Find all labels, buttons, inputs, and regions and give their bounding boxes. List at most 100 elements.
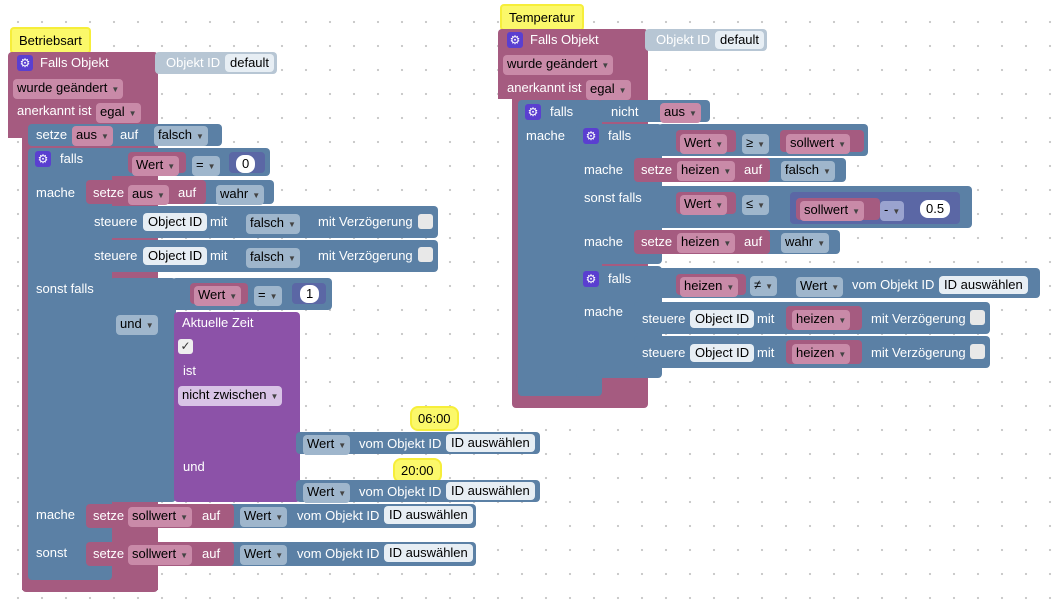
- attr-wert-dropdown[interactable]: Wert▼: [796, 277, 844, 297]
- time-compare-block[interactable]: [174, 312, 300, 502]
- comment-time1[interactable]: 06:00: [412, 408, 457, 429]
- delay-label: mit Verzögerung: [318, 248, 413, 263]
- select-id-field[interactable]: ID auswählen: [446, 482, 535, 500]
- else-if-label: sonst falls: [36, 281, 94, 296]
- from-object-label: vom Objekt ID: [359, 484, 442, 499]
- steuere-label: steuere: [642, 345, 686, 360]
- attr-wert-dropdown[interactable]: Wert▼: [303, 435, 351, 455]
- object-id-value[interactable]: default: [715, 31, 765, 49]
- var-heizen-dropdown[interactable]: heizen▼: [792, 344, 851, 364]
- acked-dropdown[interactable]: egal▼: [586, 80, 631, 100]
- select-id-field[interactable]: ID auswählen: [446, 434, 535, 452]
- auf-label: auf: [202, 508, 221, 523]
- bool-false-dropdown[interactable]: falsch▼: [154, 126, 208, 146]
- gear-icon[interactable]: ⚙: [35, 151, 51, 167]
- setze-label: setze: [93, 185, 125, 200]
- falls-label: falls: [550, 104, 574, 119]
- object-id-field[interactable]: Object ID: [690, 344, 755, 362]
- check-icon[interactable]: ✓: [178, 339, 193, 354]
- setze-label: setze: [93, 508, 125, 523]
- attr-wert-dropdown[interactable]: Wert▼: [240, 545, 288, 565]
- mache-label: mache: [584, 234, 624, 249]
- changed-dropdown[interactable]: wurde geändert▼: [13, 79, 124, 99]
- var-sollwert-dropdown[interactable]: sollwert▼: [786, 134, 850, 154]
- falls-label: falls: [60, 151, 84, 166]
- number-1[interactable]: 1: [300, 285, 320, 303]
- gear-icon[interactable]: ⚙: [525, 104, 541, 120]
- var-wert-dropdown[interactable]: Wert▼: [680, 134, 728, 154]
- gear-icon[interactable]: ⚙: [507, 32, 523, 48]
- else-if-label: sonst falls: [584, 190, 642, 205]
- var-heizen-dropdown[interactable]: heizen▼: [792, 310, 851, 330]
- and-dropdown[interactable]: und▼: [116, 315, 158, 335]
- object-id-field[interactable]: Object ID: [143, 247, 208, 265]
- delay-checkbox[interactable]: [970, 344, 985, 359]
- var-heizen-dropdown[interactable]: heizen▼: [680, 277, 739, 297]
- steuere-label: steuere: [94, 214, 138, 229]
- logic-and-block[interactable]: [110, 278, 176, 502]
- select-id-field[interactable]: ID auswählen: [384, 544, 473, 562]
- mit-label: mit: [757, 345, 775, 360]
- var-wert-dropdown[interactable]: Wert▼: [680, 195, 728, 215]
- var-aus-dropdown[interactable]: aus▼: [660, 103, 701, 123]
- bool-false-dropdown[interactable]: falsch▼: [246, 214, 300, 234]
- op-eq-dropdown[interactable]: =▼: [192, 156, 220, 176]
- var-sollwert-dropdown[interactable]: sollwert▼: [128, 545, 192, 565]
- auf-label: auf: [744, 234, 763, 249]
- op-ge-dropdown[interactable]: ≥▼: [742, 134, 770, 154]
- delay-checkbox[interactable]: [418, 214, 433, 229]
- var-wert-dropdown[interactable]: Wert▼: [194, 286, 242, 306]
- delay-label: mit Verzögerung: [871, 311, 966, 326]
- mache-label: mache: [36, 185, 76, 200]
- object-id-field[interactable]: Object ID: [143, 213, 208, 231]
- object-id-label: Objekt ID: [656, 32, 711, 47]
- comment-temperatur[interactable]: Temperatur: [502, 6, 582, 29]
- mit-label: mit: [757, 311, 775, 326]
- bool-true-dropdown[interactable]: wahr▼: [781, 233, 830, 253]
- setze-label: setze: [93, 546, 125, 561]
- delay-checkbox[interactable]: [418, 247, 433, 262]
- var-aus-dropdown[interactable]: aus▼: [72, 126, 113, 146]
- event-block-left-foot: [22, 580, 158, 592]
- gear-icon[interactable]: ⚙: [583, 128, 599, 144]
- number-0[interactable]: 0: [236, 155, 256, 173]
- attr-wert-dropdown[interactable]: Wert▼: [303, 483, 351, 503]
- select-id-field[interactable]: ID auswählen: [939, 276, 1028, 294]
- gear-icon[interactable]: ⚙: [17, 55, 33, 71]
- setze-label: setze: [641, 162, 673, 177]
- object-id-value[interactable]: default: [225, 54, 275, 72]
- from-object-label: vom Objekt ID: [297, 508, 380, 523]
- op-le-dropdown[interactable]: ≤▼: [742, 195, 770, 215]
- attr-wert-dropdown[interactable]: Wert▼: [240, 507, 288, 527]
- comment-time2[interactable]: 20:00: [395, 460, 440, 481]
- bool-true-dropdown[interactable]: wahr▼: [216, 185, 265, 205]
- setze-label: setze: [641, 234, 673, 249]
- op-minus-dropdown[interactable]: -▼: [880, 201, 905, 221]
- var-wert-dropdown[interactable]: Wert▼: [132, 156, 180, 176]
- op-ne-dropdown[interactable]: ≠▼: [750, 276, 778, 296]
- delay-checkbox[interactable]: [970, 310, 985, 325]
- op-eq-dropdown[interactable]: =▼: [254, 286, 282, 306]
- current-time-label: Aktuelle Zeit: [182, 315, 254, 330]
- var-aus-dropdown[interactable]: aus▼: [128, 185, 169, 205]
- acked-dropdown[interactable]: egal▼: [96, 103, 141, 123]
- number-half[interactable]: 0.5: [920, 200, 951, 218]
- acked-label: anerkannt ist: [17, 103, 92, 118]
- changed-dropdown[interactable]: wurde geändert▼: [503, 55, 614, 75]
- gear-icon[interactable]: ⚙: [583, 271, 599, 287]
- auf-label: auf: [178, 185, 197, 200]
- var-sollwert-dropdown[interactable]: sollwert▼: [128, 507, 192, 527]
- var-heizen-dropdown[interactable]: heizen▼: [677, 161, 736, 181]
- setze-label: setze: [36, 127, 68, 142]
- not-between-dropdown[interactable]: nicht zwischen▼: [178, 386, 283, 406]
- var-heizen-dropdown[interactable]: heizen▼: [677, 233, 736, 253]
- steuere-label: steuere: [94, 248, 138, 263]
- comment-betriebsart[interactable]: Betriebsart: [12, 29, 89, 52]
- trigger-label: Falls Objekt: [40, 55, 109, 70]
- object-id-field[interactable]: Object ID: [690, 310, 755, 328]
- bool-false-dropdown[interactable]: falsch▼: [246, 248, 300, 268]
- select-id-field[interactable]: ID auswählen: [384, 506, 473, 524]
- bool-false-dropdown[interactable]: falsch▼: [781, 161, 835, 181]
- from-object-label: vom Objekt ID: [852, 277, 935, 292]
- var-sollwert-dropdown[interactable]: sollwert▼: [800, 201, 864, 221]
